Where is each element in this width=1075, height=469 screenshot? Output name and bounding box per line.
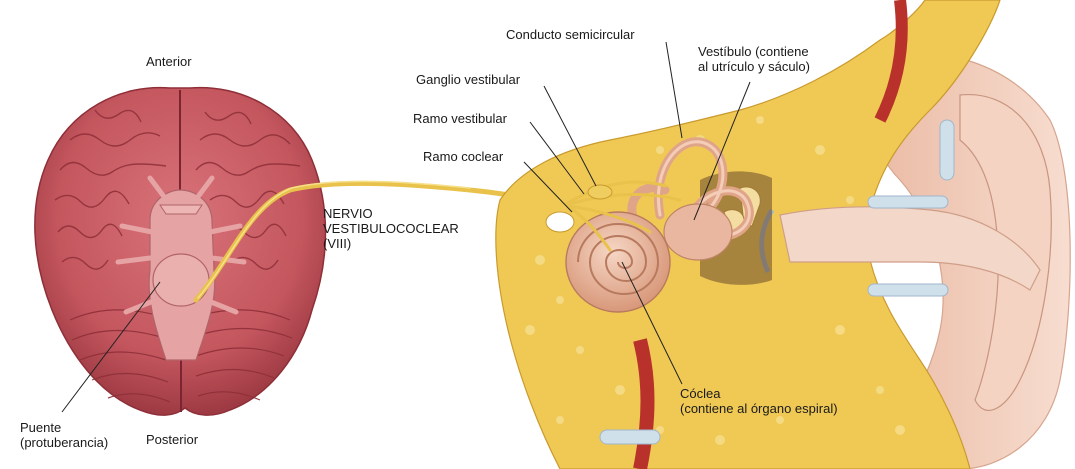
cranial-nerve-roots (115, 175, 247, 315)
cochlea (565, 211, 671, 313)
bone-canals (599, 119, 955, 445)
leader-lines (61, 41, 751, 413)
leader-vestibule (693, 81, 751, 221)
label-nerve-line1: NERVIO (323, 206, 373, 221)
label-vestibule-line1: Vestíbulo (contiene (698, 44, 809, 59)
leader-pons (61, 281, 161, 413)
label-nerve-line3: (VIII) (323, 236, 352, 251)
optic-chiasm (159, 204, 203, 215)
label-pons: Puente (protuberancia) (20, 420, 108, 450)
label-cochlea-line1: Cóclea (680, 386, 721, 401)
label-semicircular-duct: Conducto semicircular (506, 27, 635, 42)
leader-vestibular-ganglion (543, 85, 597, 187)
label-vestibular-ganglion: Ganglio vestibular (416, 72, 521, 87)
vestibulocochlear-nerve-highlight (197, 180, 471, 299)
leader-semicircular-duct (665, 41, 683, 139)
label-pons-line1: Puente (20, 420, 62, 435)
leader-cochlea (621, 261, 683, 385)
vestibular-ganglion (587, 184, 613, 200)
ear-section (495, 0, 1071, 469)
label-cochlear-branch: Ramo coclear (423, 149, 504, 164)
internal-acoustic-meatus (545, 211, 575, 233)
label-pons-line2: (protuberancia) (20, 435, 109, 450)
label-vestibulocochlear-nerve: NERVIO VESTIBULOCOCLEAR (VIII) (323, 206, 459, 251)
blood-vessel-front (874, 0, 908, 123)
blood-vessel-lower (633, 338, 655, 469)
label-cochlea: Cóclea (contiene al órgano espiral) (680, 386, 838, 416)
brain (34, 86, 327, 416)
vestibule (663, 203, 733, 261)
label-cochlea-line2: (contiene al órgano espiral) (680, 401, 838, 416)
leader-vestibular-branch (529, 121, 585, 195)
label-vestibule: Vestíbulo (contiene al utrículo y sáculo… (698, 44, 810, 74)
label-anterior: Anterior (146, 54, 192, 69)
label-nerve-line2: VESTIBULOCOCLEAR (323, 221, 459, 236)
label-vestibular-branch: Ramo vestibular (413, 111, 507, 126)
label-vestibule-line2: al utrículo y sáculo) (698, 59, 810, 74)
label-posterior: Posterior (146, 432, 199, 447)
leader-cochlear-branch (523, 161, 573, 213)
nerve-branches (564, 180, 682, 252)
